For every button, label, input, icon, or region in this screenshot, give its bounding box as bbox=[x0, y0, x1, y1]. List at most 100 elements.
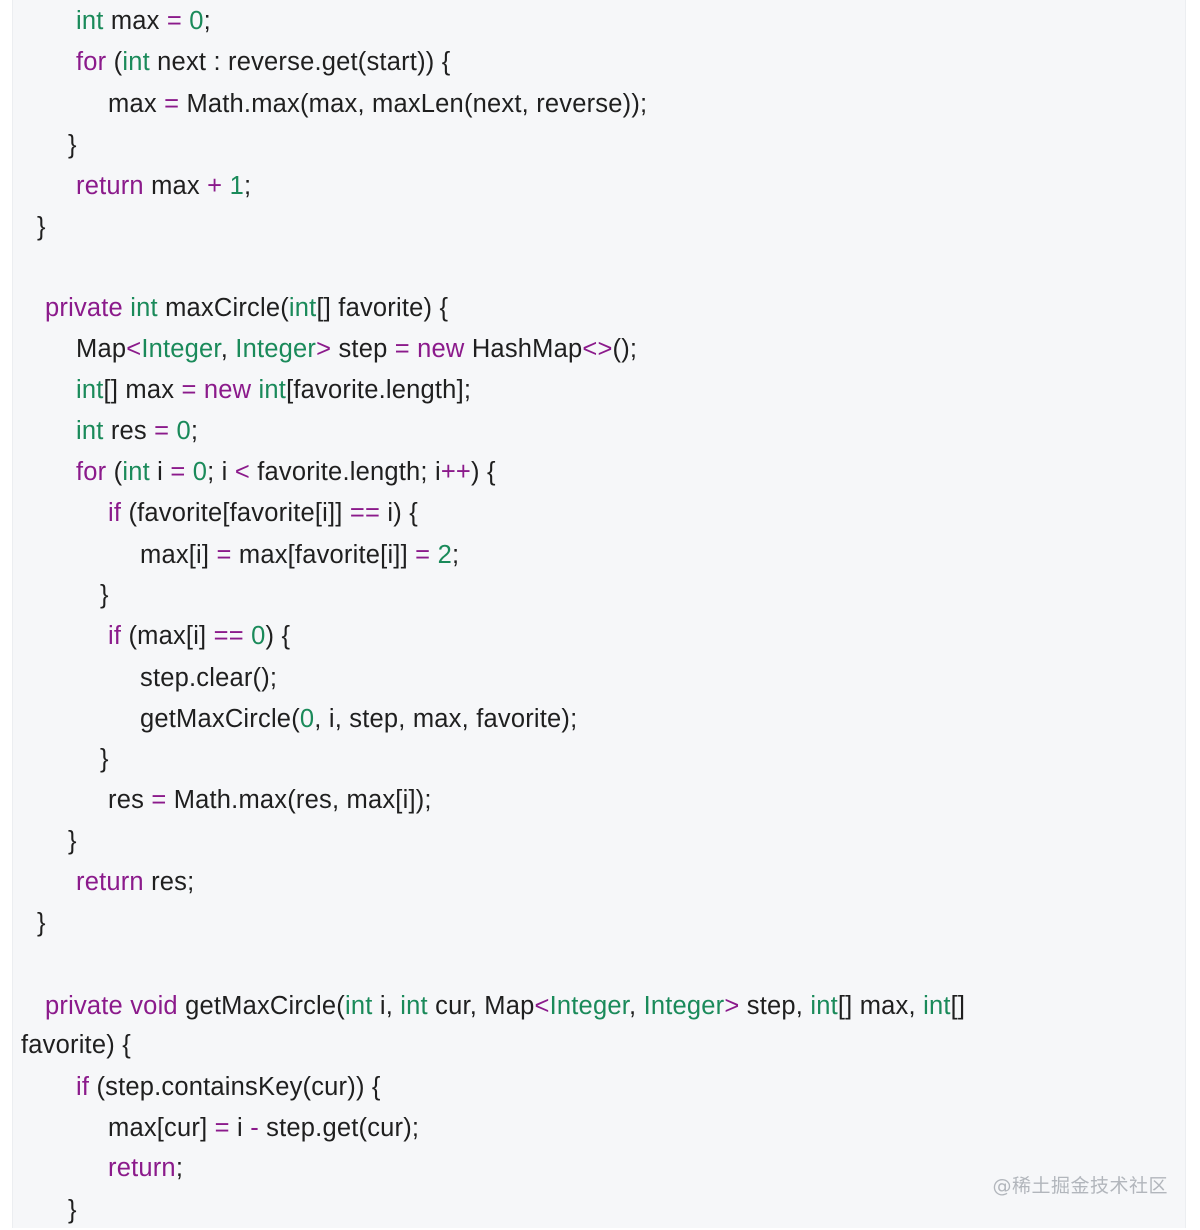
code-token: = bbox=[151, 786, 166, 814]
code-token bbox=[430, 541, 437, 569]
code-line: int[] max = new int[favorite.length]; bbox=[76, 370, 471, 410]
code-token: } bbox=[68, 827, 77, 855]
code-token: HashMap bbox=[465, 335, 583, 363]
code-token: 0 bbox=[251, 622, 265, 650]
code-token: == bbox=[214, 622, 244, 650]
code-token: = bbox=[164, 90, 179, 118]
code-token: ; bbox=[452, 541, 459, 569]
code-token: maxCircle( bbox=[158, 294, 289, 322]
code-token: max[favorite[i]] bbox=[232, 541, 416, 569]
code-line: } bbox=[100, 575, 109, 615]
code-token: ) { bbox=[266, 622, 291, 650]
code-line: } bbox=[68, 125, 77, 165]
code-token: [favorite.length]; bbox=[286, 376, 471, 404]
code-token: = bbox=[167, 7, 182, 35]
code-token: Integer bbox=[644, 992, 725, 1020]
code-token: Integer bbox=[550, 992, 629, 1020]
code-token: max[cur] bbox=[108, 1114, 215, 1142]
code-token: int bbox=[345, 992, 373, 1020]
code-token: = bbox=[181, 376, 196, 404]
code-token: (step.containsKey(cur)) { bbox=[89, 1073, 380, 1101]
code-token bbox=[222, 172, 229, 200]
code-token: favorite) { bbox=[21, 1031, 131, 1059]
code-token: 0 bbox=[189, 7, 203, 35]
code-token: return bbox=[76, 868, 144, 896]
code-token: , bbox=[221, 335, 236, 363]
code-line: res = Math.max(res, max[i]); bbox=[108, 780, 432, 820]
code-token: [] max, bbox=[838, 992, 923, 1020]
code-token: res bbox=[104, 417, 155, 445]
code-token: max bbox=[104, 7, 167, 35]
code-token: < bbox=[235, 458, 250, 486]
code-token: ; i bbox=[207, 458, 235, 486]
code-token: > bbox=[724, 992, 739, 1020]
code-token: void bbox=[130, 992, 178, 1020]
code-token: max[i] bbox=[140, 541, 217, 569]
code-token: res bbox=[108, 786, 151, 814]
code-token bbox=[185, 458, 192, 486]
code-token: new bbox=[204, 376, 251, 404]
code-token: max bbox=[108, 90, 164, 118]
code-line: favorite) { bbox=[21, 1025, 131, 1065]
code-token: next : reverse.get(start)) { bbox=[150, 48, 451, 76]
code-token: if bbox=[108, 622, 121, 650]
code-token: [] favorite) { bbox=[316, 294, 448, 322]
code-line: int max = 0; bbox=[76, 1, 211, 41]
code-token: ( bbox=[106, 458, 122, 486]
code-token: int bbox=[122, 458, 150, 486]
code-token: = bbox=[395, 335, 410, 363]
code-token bbox=[169, 417, 176, 445]
code-token: for bbox=[76, 458, 106, 486]
code-line: } bbox=[68, 1190, 77, 1230]
code-token: } bbox=[37, 213, 46, 241]
code-line: int res = 0; bbox=[76, 411, 198, 451]
code-token: ; bbox=[204, 7, 211, 35]
code-line: return; bbox=[108, 1148, 183, 1188]
code-token: getMaxCircle( bbox=[178, 992, 345, 1020]
code-token: int bbox=[76, 376, 104, 404]
code-token: for bbox=[76, 48, 106, 76]
code-token: if bbox=[108, 499, 121, 527]
code-token: return bbox=[76, 172, 144, 200]
code-token: Math.max(max, maxLen(next, reverse)); bbox=[179, 90, 647, 118]
code-token bbox=[251, 376, 258, 404]
code-line: for (int i = 0; i < favorite.length; i++… bbox=[76, 452, 496, 492]
code-token: ) { bbox=[471, 458, 496, 486]
code-token: Math.max(res, max[i]); bbox=[166, 786, 431, 814]
code-token: res; bbox=[144, 868, 195, 896]
code-token: ; bbox=[244, 172, 251, 200]
code-token: step, bbox=[739, 992, 810, 1020]
code-line: for (int next : reverse.get(start)) { bbox=[76, 42, 450, 82]
code-token: ; bbox=[191, 417, 198, 445]
code-token: < bbox=[126, 335, 141, 363]
code-line: } bbox=[37, 903, 46, 943]
code-token: } bbox=[68, 131, 77, 159]
code-token: , bbox=[629, 992, 644, 1020]
code-token: 0 bbox=[177, 417, 191, 445]
code-line: private int maxCircle(int[] favorite) { bbox=[45, 288, 448, 328]
code-token: - bbox=[250, 1114, 259, 1142]
code-token: private bbox=[45, 992, 123, 1020]
code-token: (max[i] bbox=[121, 622, 213, 650]
code-token: <> bbox=[582, 335, 612, 363]
code-token: 1 bbox=[230, 172, 244, 200]
code-token: getMaxCircle( bbox=[140, 705, 300, 733]
code-token: int bbox=[289, 294, 317, 322]
code-token: = bbox=[170, 458, 185, 486]
code-token: [] max bbox=[104, 376, 182, 404]
code-token: (favorite[favorite[i]] bbox=[121, 499, 350, 527]
code-token: < bbox=[535, 992, 550, 1020]
code-token: int bbox=[76, 7, 104, 35]
code-token: 0 bbox=[193, 458, 207, 486]
code-line: } bbox=[68, 821, 77, 861]
code-token: [] bbox=[951, 992, 966, 1020]
code-token: , i, step, max, favorite); bbox=[314, 705, 577, 733]
code-line: } bbox=[100, 739, 109, 779]
code-token: i) { bbox=[380, 499, 418, 527]
code-line: if (max[i] == 0) { bbox=[108, 616, 290, 656]
code-line: max[cur] = i - step.get(cur); bbox=[108, 1108, 419, 1148]
code-token: i bbox=[230, 1114, 250, 1142]
code-token: i, bbox=[373, 992, 401, 1020]
code-line: max = Math.max(max, maxLen(next, reverse… bbox=[108, 84, 647, 124]
code-token: private bbox=[45, 294, 123, 322]
